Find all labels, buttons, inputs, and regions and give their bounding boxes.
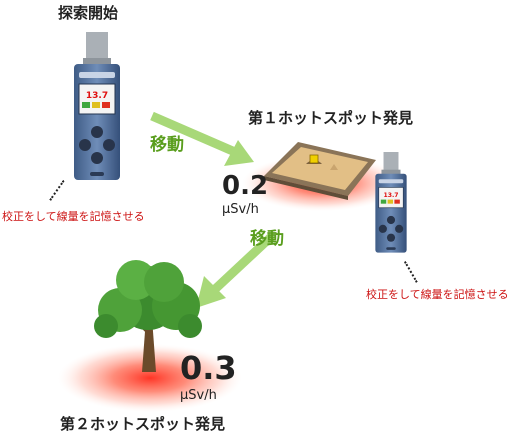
move-label-1: 移動 — [150, 135, 184, 155]
tree-illustration — [94, 260, 202, 372]
step-start-title: 探索開始 — [58, 4, 119, 22]
move-arrow-2 — [196, 232, 276, 308]
dosimeter-device-1 — [73, 32, 121, 181]
calibration-note-2: 校正をして線量を記憶させる — [366, 288, 509, 301]
reading-value-1: 0.2 — [222, 171, 269, 201]
reading-unit-2: μSv/h — [180, 388, 217, 403]
calibration-note-1: 校正をして線量を記憶させる — [2, 210, 145, 223]
move-label-2: 移動 — [250, 229, 284, 249]
hotspot-glow-2 — [58, 344, 242, 412]
reading-value-2: 0.3 — [180, 349, 237, 387]
move-arrow-1 — [150, 111, 254, 166]
step-hotspot2-title: 第２ホットスポット発見 — [60, 415, 226, 433]
sandbox-illustration — [264, 142, 376, 200]
step-hotspot1-title: 第１ホットスポット発見 — [248, 109, 414, 127]
reading-unit-1: μSv/h — [222, 202, 259, 217]
